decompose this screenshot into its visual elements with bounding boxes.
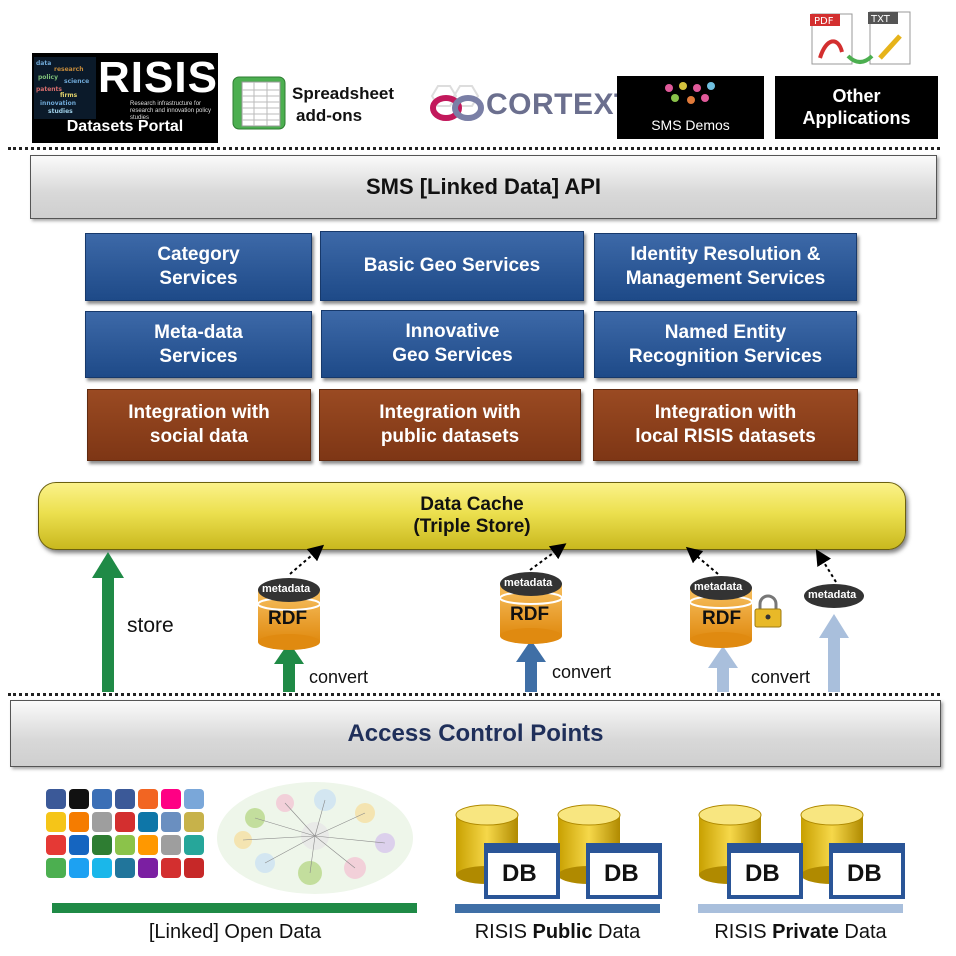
risis-portal-label: Datasets Portal (66, 118, 184, 135)
metadata-pointer-2 (529, 543, 567, 571)
svg-text:innovation: innovation (40, 100, 76, 107)
cortext-logo[interactable]: CORTEXT (420, 82, 632, 132)
open-data-label: [Linked] Open Data (148, 921, 322, 943)
cache-line1: Data Cache (420, 494, 524, 515)
named-entity-recognition-services[interactable]: Named Entity Recognition Services (594, 311, 857, 378)
metadata-services[interactable]: Meta-data Services (85, 311, 312, 378)
social-icons-grid (46, 789, 206, 878)
pdf-txt-icon: PDF TXT (810, 11, 911, 65)
private-db-label-1: DB (745, 860, 780, 887)
metadata-disk-private (804, 584, 864, 608)
spreadsheet-icon (232, 76, 286, 130)
store-arrow (92, 552, 124, 692)
public-data-bold: Public (532, 921, 593, 943)
convert-label-2: convert (552, 662, 612, 682)
spreadsheet-label-line1: Spreadsheet (292, 84, 395, 103)
other-apps-line1: Other (832, 86, 881, 106)
private-data-post: Data (838, 921, 887, 943)
top-divider (8, 147, 940, 150)
cortext-label: CORTEXT (486, 88, 633, 121)
spreadsheet-addon[interactable]: Spreadsheet add-ons (232, 76, 412, 132)
bottom-divider (8, 693, 940, 696)
integration-public-datasets[interactable]: Integration with public datasets (319, 389, 581, 461)
public-data-label: RISIS Public Data (445, 921, 670, 944)
pdf-label: PDF (814, 16, 834, 27)
rdf-label-1: RDF (268, 608, 308, 629)
svg-text:data: data (36, 60, 51, 67)
svg-text:patents: patents (36, 86, 62, 93)
rdf-label-3: RDF (702, 608, 742, 629)
private-data-label: RISIS Private Data (688, 921, 913, 944)
metadata-pointer-4 (815, 549, 837, 583)
data-cache-triple-store[interactable]: Data Cache (Triple Store) (38, 482, 906, 550)
access-control-points[interactable]: Access Control Points (10, 700, 941, 767)
integration-local-risis-datasets[interactable]: Integration with local RISIS datasets (593, 389, 858, 461)
convert-label-3: convert (751, 667, 811, 687)
open-data-bar (52, 903, 417, 913)
public-db-stores (455, 804, 662, 899)
svg-text:research: research (54, 66, 84, 73)
sms-demos[interactable]: SMS Demos (617, 76, 764, 139)
rdf-label-2: RDF (510, 604, 550, 625)
private-data-bold: Private (772, 921, 839, 943)
cache-line2: (Triple Store) (413, 516, 531, 537)
convert-arrow-open (274, 642, 304, 692)
store-label: store (127, 614, 174, 637)
metadata-label-1: metadata (262, 583, 311, 595)
sms-demos-icon (665, 82, 715, 104)
innovative-geo-services[interactable]: Innovative Geo Services (321, 310, 584, 378)
rdf-store-1 (257, 578, 321, 650)
svg-text:science: science (64, 78, 89, 85)
svg-text:policy: policy (38, 74, 58, 81)
convert-arrow-public (516, 640, 546, 692)
flow-diagram (92, 543, 864, 692)
access-label: Access Control Points (347, 720, 604, 747)
metadata-pointer-1 (289, 544, 325, 575)
public-data-bar (455, 904, 660, 913)
basic-geo-services[interactable]: Basic Geo Services (320, 231, 584, 301)
public-data-post: Data (592, 921, 641, 943)
identity-resolution-services[interactable]: Identity Resolution & Management Service… (594, 233, 857, 301)
lock-icon (754, 594, 782, 628)
metadata-label-2: metadata (504, 577, 553, 589)
metadata-label-4: metadata (808, 589, 857, 601)
category-services[interactable]: Category Services (85, 233, 312, 301)
private-db-label-2: DB (847, 860, 882, 887)
convert-arrow-private (708, 646, 738, 692)
api-label: SMS [Linked Data] API (365, 174, 602, 199)
integration-social-data[interactable]: Integration with social data (87, 389, 311, 461)
public-db-label-2: DB (604, 860, 639, 887)
txt-label: TXT (870, 14, 891, 25)
other-apps-line2: Applications (802, 108, 911, 128)
svg-text:firms: firms (60, 92, 78, 99)
svg-text:studies: studies (48, 108, 73, 115)
other-applications[interactable]: Other Applications (775, 76, 938, 139)
sms-demos-label: SMS Demos (651, 117, 730, 133)
metadata-pointer-3 (685, 546, 719, 575)
spreadsheet-label-line2: add-ons (296, 106, 363, 125)
linked-open-data-cloud (217, 782, 413, 894)
risis-tagline: Research infrastructure for research and… (130, 101, 212, 121)
private-data-pre: RISIS (714, 921, 773, 943)
file-icons: PDF TXT (808, 8, 918, 70)
public-data-pre: RISIS (474, 921, 533, 943)
cortext-icon (430, 85, 484, 121)
metadata-label-3: metadata (694, 581, 743, 593)
rdf-store-2 (499, 572, 563, 644)
public-db-label-1: DB (502, 860, 537, 887)
private-data-bar (698, 904, 903, 913)
convert-label-1: convert (309, 667, 369, 687)
rdf-store-3 (689, 576, 753, 648)
private-db-stores (698, 804, 905, 899)
metadata-arrow-private (819, 614, 849, 692)
risis-logo-text: RISIS (98, 53, 218, 102)
sms-linked-data-api[interactable]: SMS [Linked Data] API (30, 155, 937, 219)
